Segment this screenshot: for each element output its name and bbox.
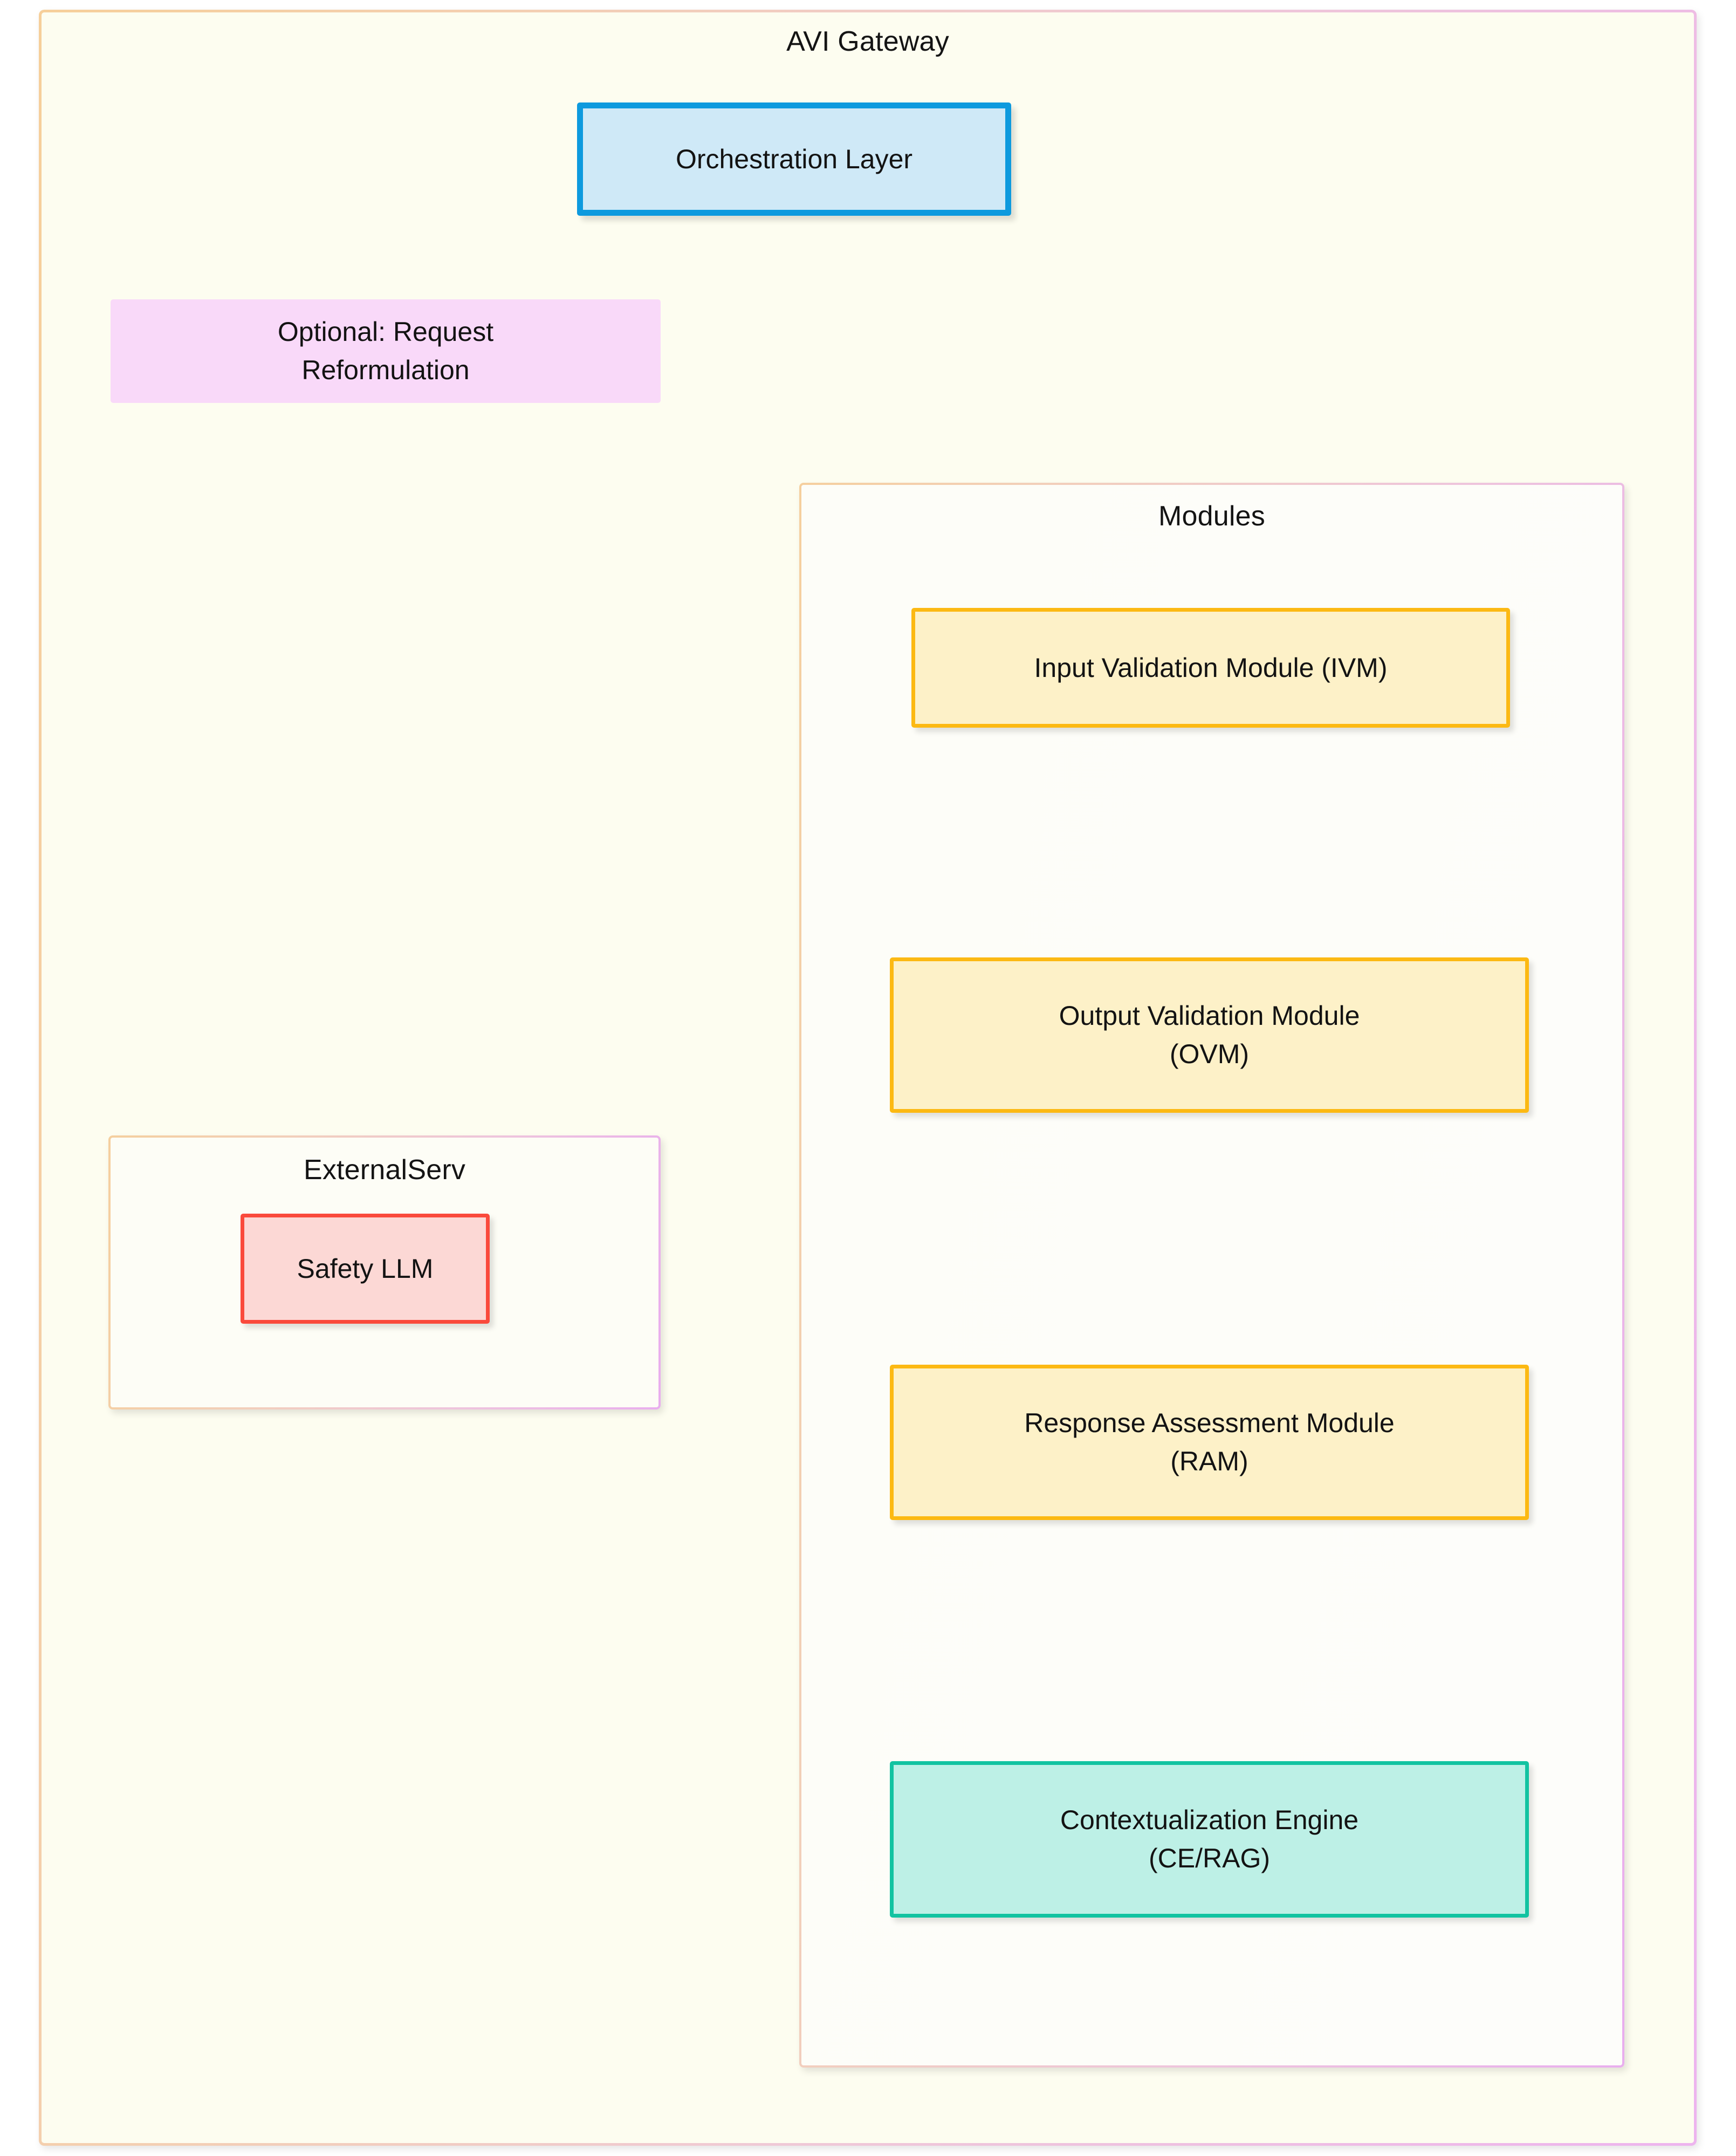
node-input-validation-module[interactable]: Input Validation Module (IVM) xyxy=(911,608,1510,728)
node-safety-llm[interactable]: Safety LLM xyxy=(241,1214,490,1324)
gateway-title: AVI Gateway xyxy=(786,26,949,57)
node-request-reformulation[interactable]: Optional: Request Reformulation xyxy=(111,299,661,403)
node-safety-llm-label: Safety LLM xyxy=(297,1253,434,1284)
node-contextualization-engine-label: Contextualization Engine (CE/RAG) xyxy=(1060,1805,1359,1873)
node-orchestration-layer[interactable]: Orchestration Layer xyxy=(577,102,1011,216)
node-output-validation-module-label: Output Validation Module (OVM) xyxy=(1059,1001,1360,1069)
node-response-assessment-module[interactable]: Response Assessment Module (RAM) xyxy=(890,1365,1529,1520)
node-orchestration-layer-label: Orchestration Layer xyxy=(675,143,913,174)
node-response-assessment-module-label: Response Assessment Module (RAM) xyxy=(1024,1408,1395,1476)
node-request-reformulation-label: Optional: Request Reformulation xyxy=(277,317,494,385)
node-contextualization-engine[interactable]: Contextualization Engine (CE/RAG) xyxy=(890,1761,1529,1918)
subgraph-modules-title: Modules xyxy=(1158,501,1265,532)
subgraph-external-serv-title: ExternalServ xyxy=(303,1154,466,1186)
node-output-validation-module[interactable]: Output Validation Module (OVM) xyxy=(890,957,1529,1113)
node-input-validation-module-label: Input Validation Module (IVM) xyxy=(1034,652,1388,683)
